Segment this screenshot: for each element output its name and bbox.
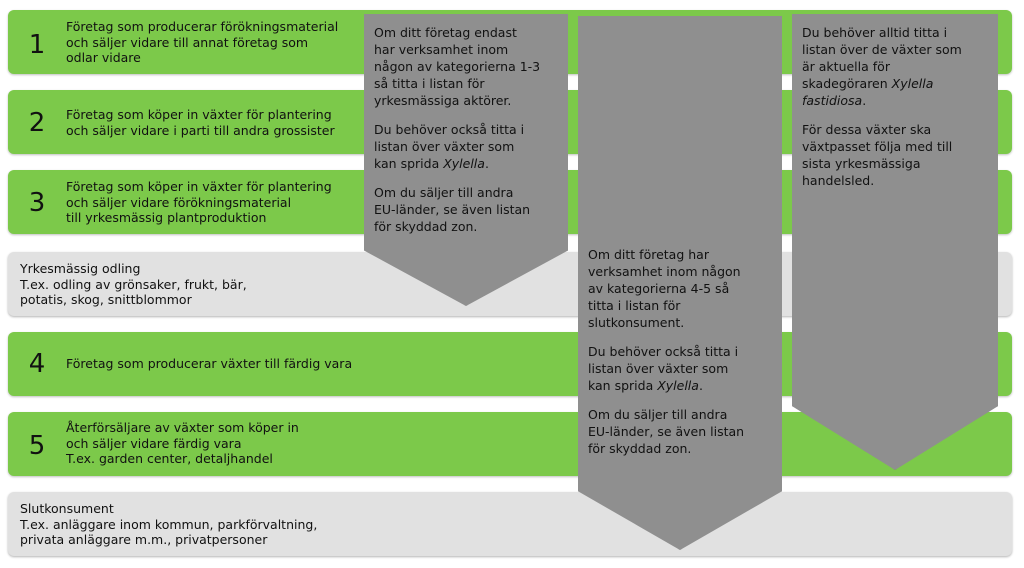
end-consumer-band: Slutkonsument T.ex. anläggare inom kommu… bbox=[8, 492, 1012, 556]
arrow-paragraph: Om ditt företag har verksamhet inom någo… bbox=[588, 247, 741, 330]
arrow-categories-4-5-text: Om ditt företag har verksamhet inom någo… bbox=[588, 246, 778, 469]
category-text: Företag som köper in växter för planteri… bbox=[66, 107, 335, 138]
arrow-always-check bbox=[792, 14, 998, 470]
text-span: Du behöver alltid titta i listan över de… bbox=[802, 25, 962, 91]
category-number: 5 bbox=[28, 431, 46, 461]
italic-text: Xylella bbox=[657, 378, 699, 393]
arrow-paragraph: Du behöver också titta i listan över väx… bbox=[374, 121, 564, 172]
arrow-paragraph: Om ditt företag endast har verksamhet in… bbox=[374, 25, 541, 108]
category-number: 4 bbox=[28, 349, 46, 379]
category-text: Företag som köper in växter för planteri… bbox=[66, 179, 332, 225]
text-span: . bbox=[484, 156, 489, 171]
category-number: 2 bbox=[28, 108, 46, 138]
arrow-paragraph: Du behöver också titta i listan över väx… bbox=[588, 343, 778, 394]
italic-text: Xylella fastidiosa bbox=[802, 76, 934, 108]
category-number: 1 bbox=[28, 30, 46, 60]
band-text: Yrkesmässig odling T.ex. odling av gröns… bbox=[20, 261, 247, 307]
arrow-paragraph: Om du säljer till andra EU-länder, se äv… bbox=[588, 407, 745, 456]
text-span: . bbox=[698, 378, 703, 393]
italic-text: Xylella bbox=[443, 156, 485, 171]
arrow-categories-1-3-text: Om ditt företag endast har verksamhet in… bbox=[374, 24, 564, 247]
text-span: Du behöver också titta i listan över väx… bbox=[588, 344, 739, 393]
arrow-categories-4-5 bbox=[578, 16, 782, 550]
arrow-paragraph: Du behöver alltid titta i listan över de… bbox=[802, 24, 994, 109]
category-number: 3 bbox=[28, 188, 46, 218]
arrow-always-check-text: Du behöver alltid titta i listan över de… bbox=[802, 24, 994, 201]
text-span: . bbox=[862, 93, 867, 108]
arrow-paragraph: Om du säljer till andra EU-länder, se äv… bbox=[374, 185, 531, 234]
category-text: Återförsäljare av växter som köper in oc… bbox=[66, 420, 299, 466]
category-text: Företag som producerar växter till färdi… bbox=[66, 356, 353, 371]
category-text: Företag som producerar förökningsmateria… bbox=[66, 19, 339, 65]
band-text: Slutkonsument T.ex. anläggare inom kommu… bbox=[20, 501, 318, 547]
text-span: Du behöver också titta i listan över väx… bbox=[374, 122, 525, 171]
arrow-paragraph: För dessa växter ska växtpasset följa me… bbox=[802, 122, 953, 188]
arrow-categories-1-3 bbox=[364, 14, 568, 306]
